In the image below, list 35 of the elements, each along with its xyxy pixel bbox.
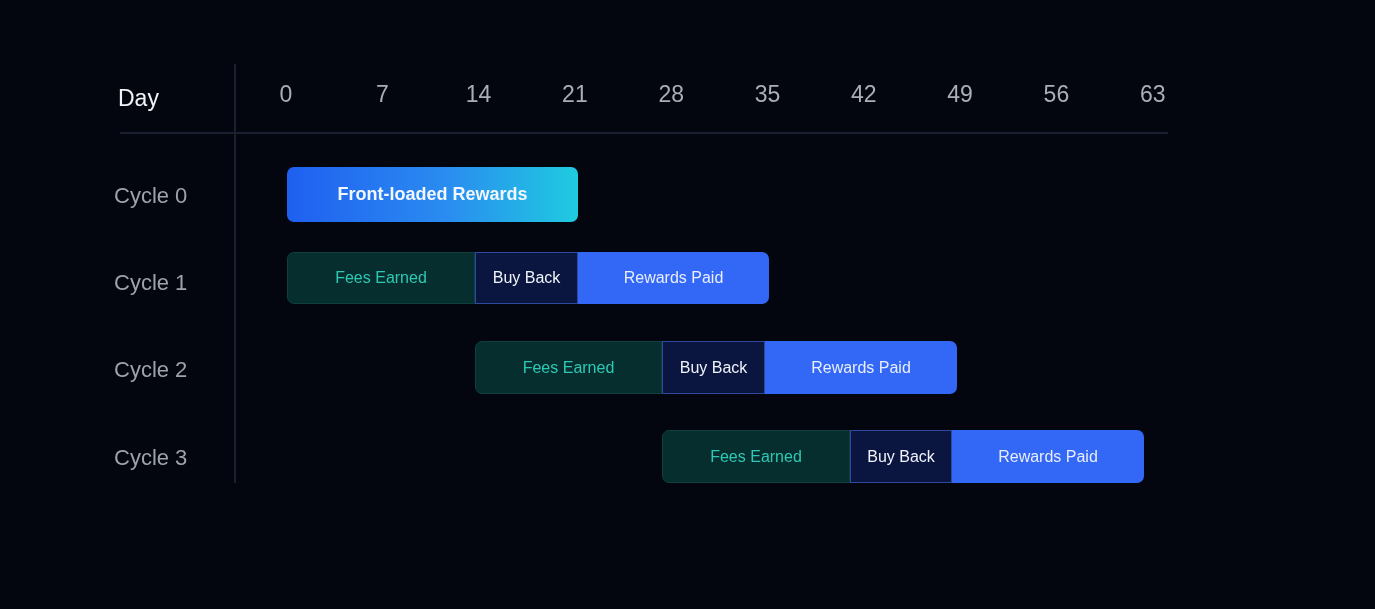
buyback-segment [850,430,952,483]
rewards-bar [287,167,578,222]
tick-label: 42 [851,82,877,106]
fees-segment [662,430,850,483]
tick-label: 7 [375,82,389,106]
tick-label: 56 [1043,82,1070,106]
tick-label: 28 [658,82,684,106]
bar-label: Buy Back [492,269,561,287]
bar-label: Rewards Paid [623,269,724,287]
row-label: Cycle 0 [114,185,188,207]
rewards-paid-segment [578,252,769,304]
tick-label: 49 [947,82,973,106]
tick-label: 21 [562,82,588,106]
buyback-segment [475,252,578,304]
axis-title: Day [118,86,159,110]
row-label: Cycle 3 [114,447,188,469]
bar-label: Front-loaded Rewards [337,184,528,205]
bar-label: Fees Earned [710,447,802,466]
buyback-segment [662,341,765,394]
bar-label: Rewards Paid [998,447,1098,466]
fees-segment [287,252,475,304]
rewards-paid-segment [952,430,1144,483]
bar-label: Rewards Paid [811,358,911,377]
row-label: Cycle 1 [114,272,188,294]
bar-label: Fees Earned [522,358,615,377]
rewards-paid-segment [765,341,957,394]
tick-label: 63 [1139,82,1166,106]
tick-label: 0 [279,82,293,106]
bar-label: Buy Back [867,447,935,466]
bar-label: Buy Back [679,358,748,377]
tick-label: 35 [754,82,781,106]
bar-label: Fees Earned [335,269,427,287]
fees-segment [475,341,662,394]
tick-label: 14 [465,82,492,106]
row-label: Cycle 2 [114,359,188,381]
